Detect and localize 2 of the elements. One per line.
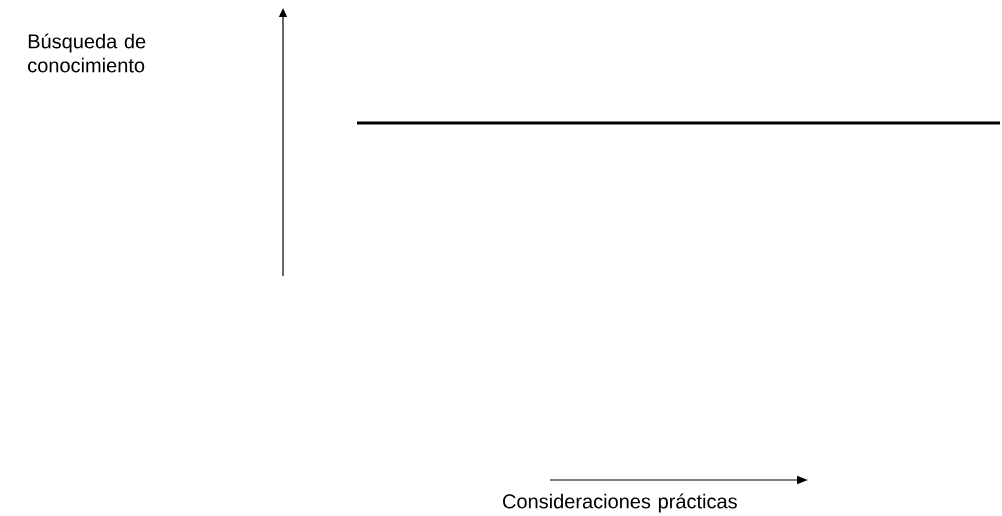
axis-label: Búsqueda de conocimiento — [28, 33, 146, 73]
axis-label: Consideraciones prácticas — [503, 493, 737, 513]
